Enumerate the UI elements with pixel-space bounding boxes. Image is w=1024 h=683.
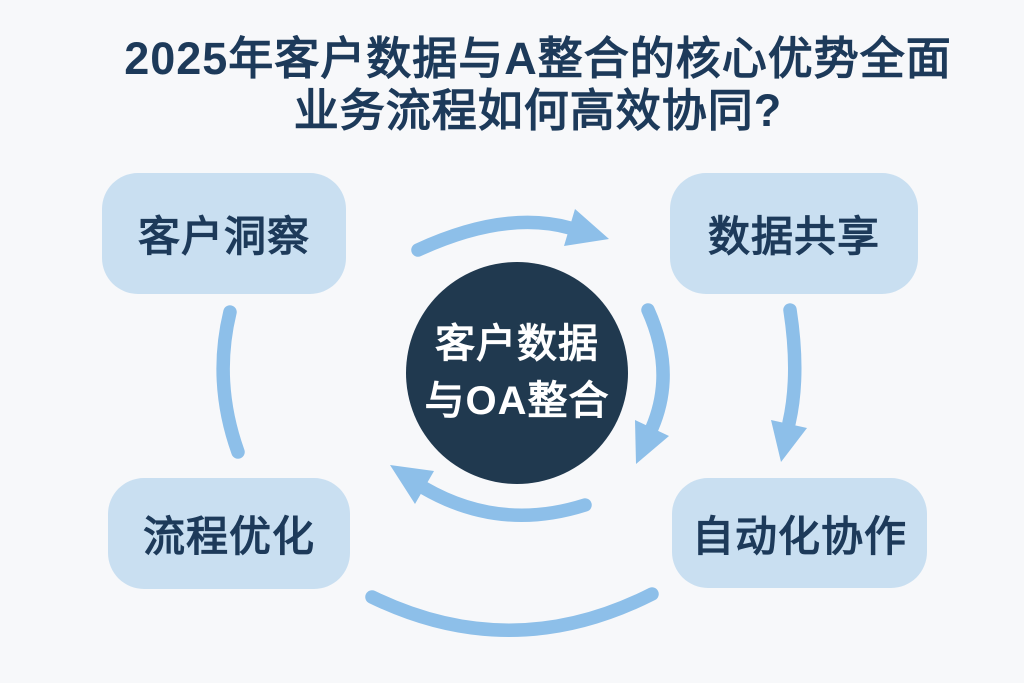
bottom-inner-arrow-icon — [390, 465, 592, 522]
center-node-line-2: 与OA整合 — [424, 379, 610, 423]
node-automation-collaboration-label: 自动化协作 — [691, 512, 907, 560]
node-process-optimization-label: 流程优化 — [142, 513, 315, 560]
center-node-customer-data-oa-integration: 客户数据 与OA整合 — [406, 262, 628, 484]
page-title: 2025年客户数据与A整合的核心优势全面 业务流程如何高效协同? — [26, 33, 1024, 137]
node-data-sharing: 数据共享 — [670, 173, 918, 294]
center-node-line-1: 客户数据 — [435, 322, 599, 366]
bottom-outer-arc-icon — [365, 587, 659, 637]
node-automation-collaboration: 自动化协作 — [672, 478, 927, 588]
title-line-1: 2025年客户数据与A整合的核心优势全面 — [124, 33, 952, 84]
node-customer-insight-label: 客户洞察 — [137, 213, 310, 260]
right-inner-arrow-icon — [635, 303, 670, 464]
node-data-sharing-label: 数据共享 — [707, 213, 880, 260]
left-arc-icon — [216, 305, 245, 459]
node-process-optimization: 流程优化 — [108, 478, 350, 589]
node-customer-insight: 客户洞察 — [102, 173, 346, 294]
title-line-2: 业务流程如何高效协同? — [293, 85, 783, 136]
top-clockwise-arrow-icon — [411, 209, 609, 257]
right-outer-arrow-icon — [771, 303, 807, 462]
